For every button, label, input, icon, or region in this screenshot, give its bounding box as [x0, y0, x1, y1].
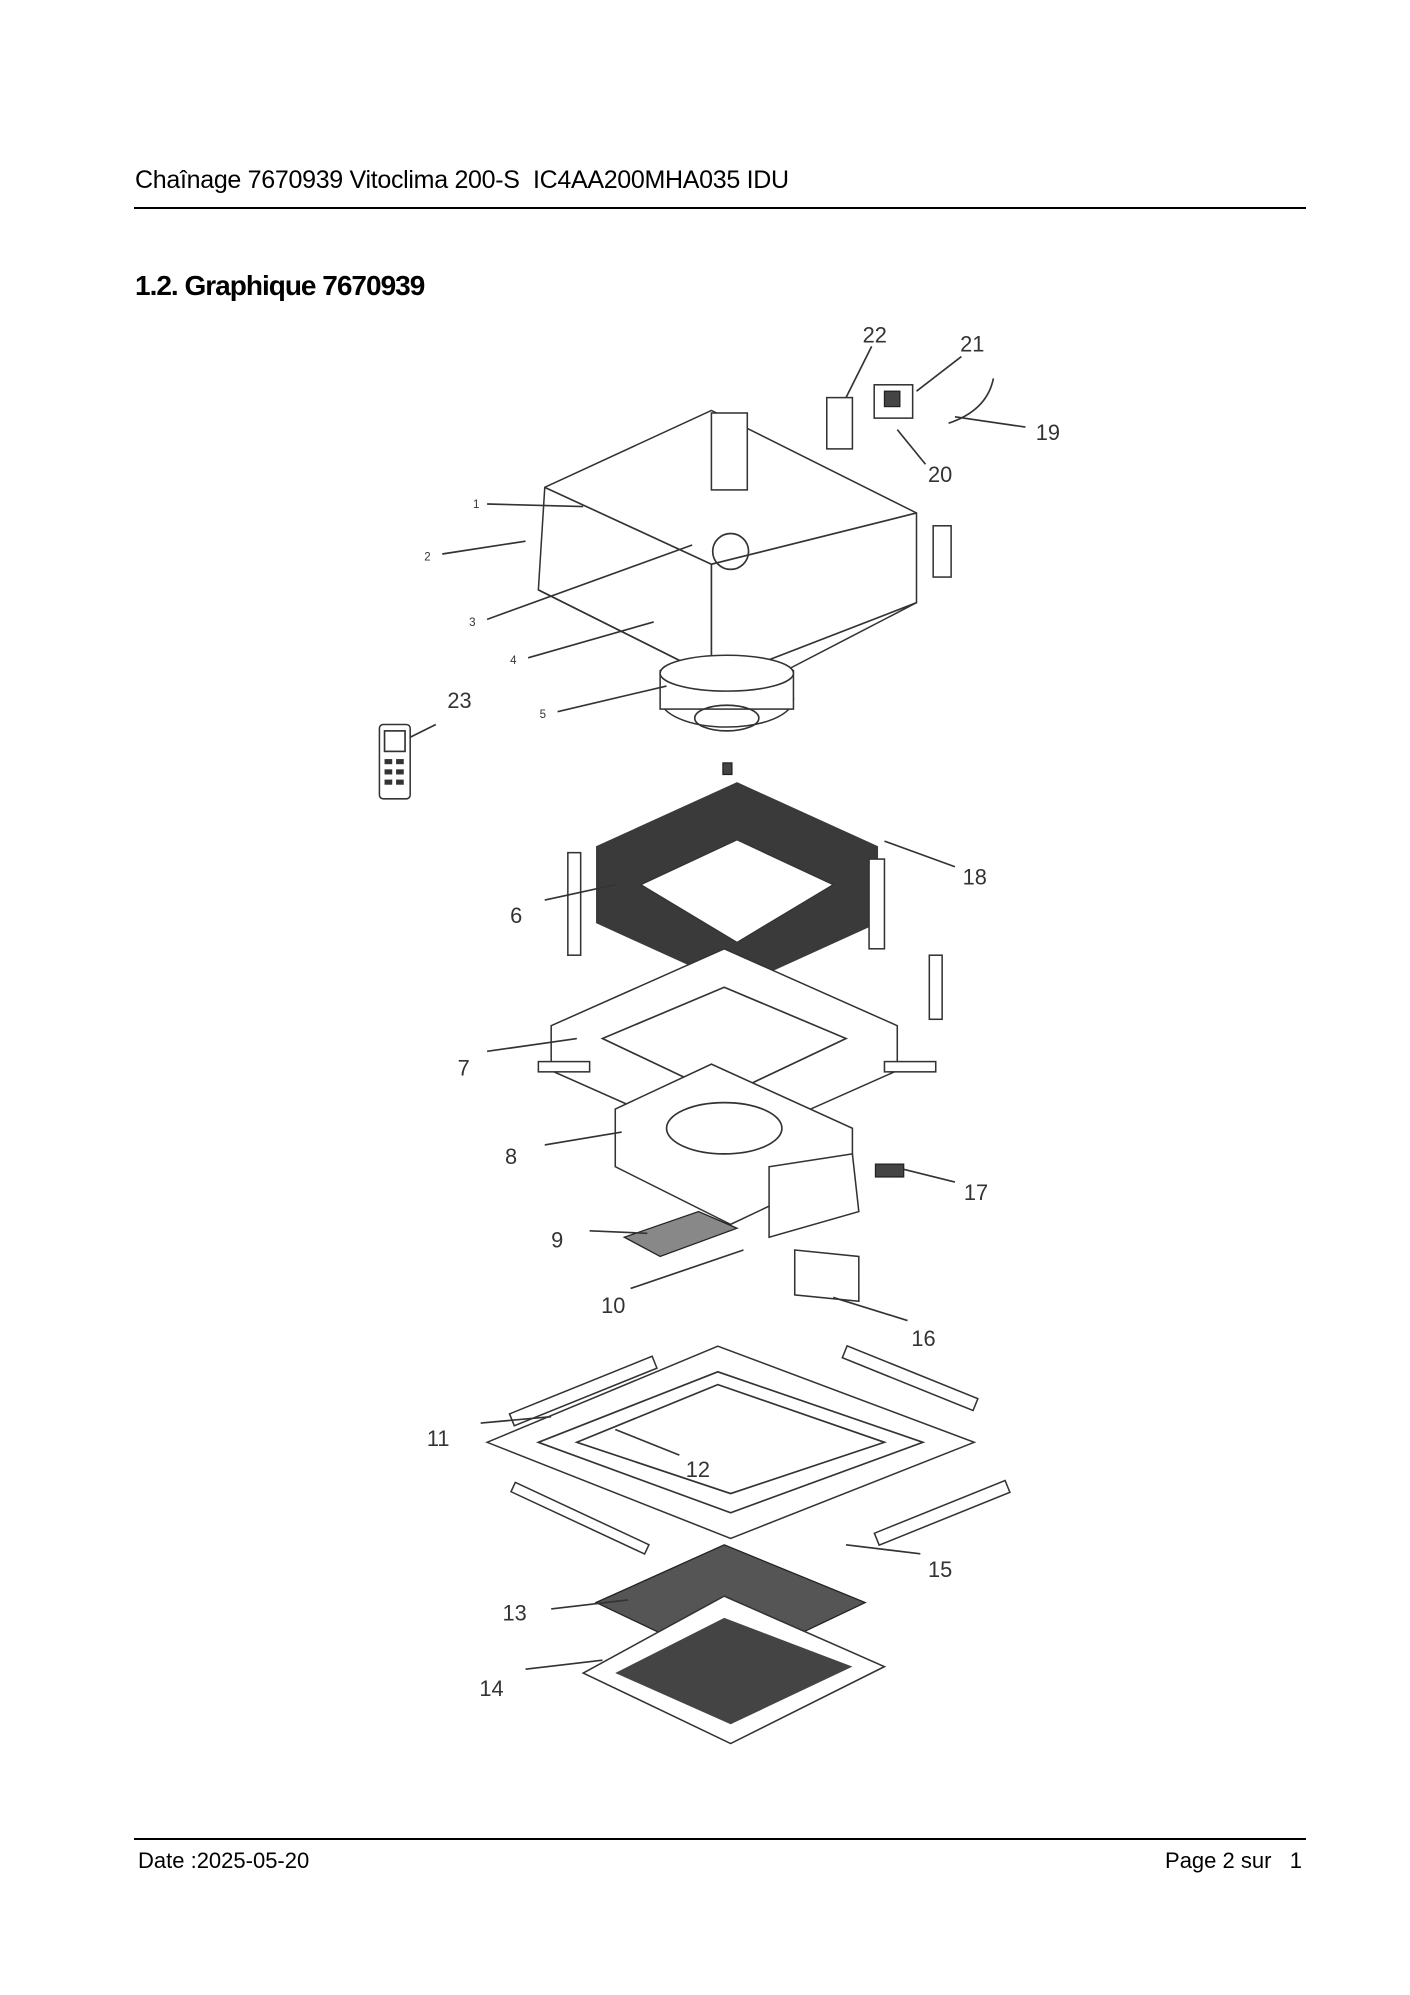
- callout-21: 21: [960, 331, 984, 356]
- callout-11: 11: [427, 1426, 450, 1451]
- footer-divider: [134, 1838, 1306, 1840]
- part-remote-control: [378, 723, 411, 800]
- part-cover: [793, 1249, 860, 1303]
- document-header-title: Chaînage 7670939 Vitoclima 200-S IC4AA20…: [135, 166, 789, 194]
- callout-15: 15: [928, 1557, 952, 1582]
- callout-4: 4: [510, 655, 517, 667]
- part-heat-exchanger-coil: [567, 782, 943, 1021]
- callout-leaders: [409, 345, 1026, 1671]
- callout-17: 17: [964, 1180, 988, 1205]
- callout-19: 19: [1036, 420, 1060, 445]
- callout-10: 10: [601, 1293, 625, 1318]
- callout-13: 13: [502, 1600, 526, 1625]
- callout-23: 23: [447, 688, 471, 713]
- section-heading: 1.2. Graphique 7670939: [135, 270, 425, 301]
- callout-7: 7: [458, 1056, 470, 1081]
- part-receiver: [826, 378, 995, 450]
- callout-22: 22: [863, 322, 887, 347]
- part-grille: [581, 1595, 887, 1745]
- callout-labels: 1 2 3 4 5 6 7 8 9 10 11 12 13 14 15 16 1…: [424, 322, 1060, 1701]
- callout-12: 12: [686, 1457, 710, 1482]
- callout-3: 3: [469, 617, 475, 629]
- callout-9: 9: [551, 1227, 563, 1252]
- callout-5: 5: [540, 709, 546, 721]
- part-sensor: [874, 1163, 905, 1178]
- callout-18: 18: [963, 865, 987, 890]
- part-casing: [537, 409, 952, 694]
- callout-1: 1: [473, 499, 479, 511]
- header-divider: [134, 207, 1306, 209]
- part-electric-box-plate: [614, 1063, 860, 1239]
- footer-date: Date :2025-05-20: [138, 1848, 310, 1873]
- footer-page-number: Page 2 sur 1: [1165, 1848, 1302, 1873]
- callout-14: 14: [479, 1676, 503, 1701]
- callout-16: 16: [911, 1326, 935, 1351]
- part-pcb: [622, 1210, 739, 1258]
- callout-8: 8: [505, 1144, 517, 1169]
- part-fan: [659, 654, 795, 776]
- part-panel: [485, 1344, 1011, 1556]
- callout-2: 2: [424, 551, 430, 563]
- callout-6: 6: [510, 903, 522, 928]
- callout-20: 20: [928, 462, 952, 487]
